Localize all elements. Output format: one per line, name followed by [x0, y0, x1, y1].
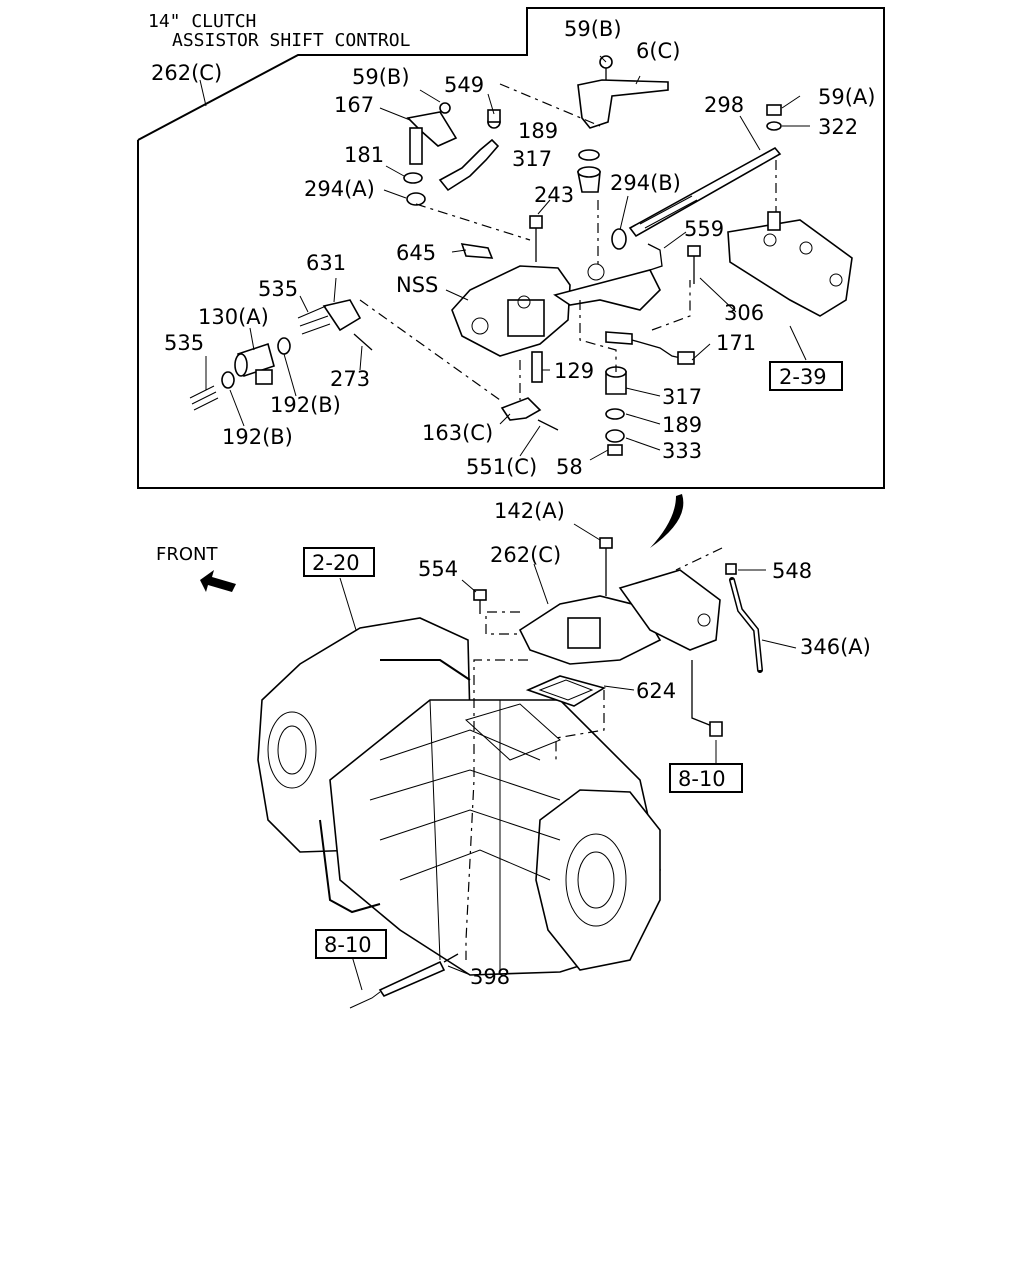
callout-129: 129 — [554, 359, 594, 383]
ref-box-8-10-left[interactable]: 8-10 — [315, 929, 387, 959]
callout-167: 167 — [334, 93, 374, 117]
callout-171: 171 — [716, 331, 756, 355]
callout-624: 624 — [636, 679, 676, 703]
ref-box-8-10-right[interactable]: 8-10 — [669, 763, 743, 793]
inset-frame — [137, 7, 885, 489]
callout-294a: 294(A) — [304, 177, 375, 201]
callout-535-2: 535 — [164, 331, 204, 355]
svg-text:8-10: 8-10 — [678, 767, 726, 791]
callout-181: 181 — [344, 143, 384, 167]
ref-box-2-20[interactable]: 2-20 — [303, 547, 375, 577]
callout-549: 549 — [444, 73, 484, 97]
callout-535-1: 535 — [258, 277, 298, 301]
ref-box-2-39[interactable]: 2-39 — [769, 361, 843, 391]
shift-control-assembly — [189, 55, 853, 461]
callout-322: 322 — [818, 115, 858, 139]
front-label: FRONT — [156, 544, 218, 565]
callout-273: 273 — [330, 367, 370, 391]
callout-298: 298 — [704, 93, 744, 117]
callout-192b-1: 192(B) — [270, 393, 341, 417]
header-line-2: ASSISTOR SHIFT CONTROL — [172, 30, 411, 51]
callout-59b-2: 59(B) — [352, 65, 410, 89]
callout-163c: 163(C) — [422, 421, 493, 445]
svg-text:2-39: 2-39 — [779, 365, 827, 389]
callout-554: 554 — [418, 557, 458, 581]
front-arrow-icon — [200, 570, 236, 592]
callout-294b: 294(B) — [610, 171, 681, 195]
transmission-housing — [257, 617, 661, 976]
callout-189-bot: 189 — [662, 413, 702, 437]
svg-text:2-20: 2-20 — [312, 551, 360, 575]
callout-645: 645 — [396, 241, 436, 265]
shift-control-mounted — [339, 523, 797, 1009]
svg-text:8-10: 8-10 — [324, 933, 372, 957]
callout-6c: 6(C) — [636, 39, 680, 63]
callout-59a: 59(A) — [818, 85, 875, 109]
callout-559: 559 — [684, 217, 724, 241]
callout-192b-2: 192(B) — [222, 425, 293, 449]
callout-262c-bot: 262(C) — [490, 543, 561, 567]
callout-306: 306 — [724, 301, 764, 325]
callout-333: 333 — [662, 439, 702, 463]
callout-398: 398 — [470, 965, 510, 989]
callout-58: 58 — [556, 455, 583, 479]
callout-142a: 142(A) — [494, 499, 565, 523]
callout-189-top: 189 — [518, 119, 558, 143]
callout-262c-top: 262(C) — [151, 61, 222, 85]
inset-connector-arc — [650, 494, 684, 548]
callout-548: 548 — [772, 559, 812, 583]
callout-59b-1: 59(B) — [564, 17, 622, 41]
callout-317-top: 317 — [512, 147, 552, 171]
callout-317-bot: 317 — [662, 385, 702, 409]
callout-nss: NSS — [396, 273, 438, 297]
header-line-1: 14" CLUTCH — [148, 11, 256, 32]
callout-243: 243 — [534, 183, 574, 207]
callout-346a: 346(A) — [800, 635, 871, 659]
callout-130a: 130(A) — [198, 305, 269, 329]
callout-631: 631 — [306, 251, 346, 275]
callout-551c: 551(C) — [466, 455, 537, 479]
